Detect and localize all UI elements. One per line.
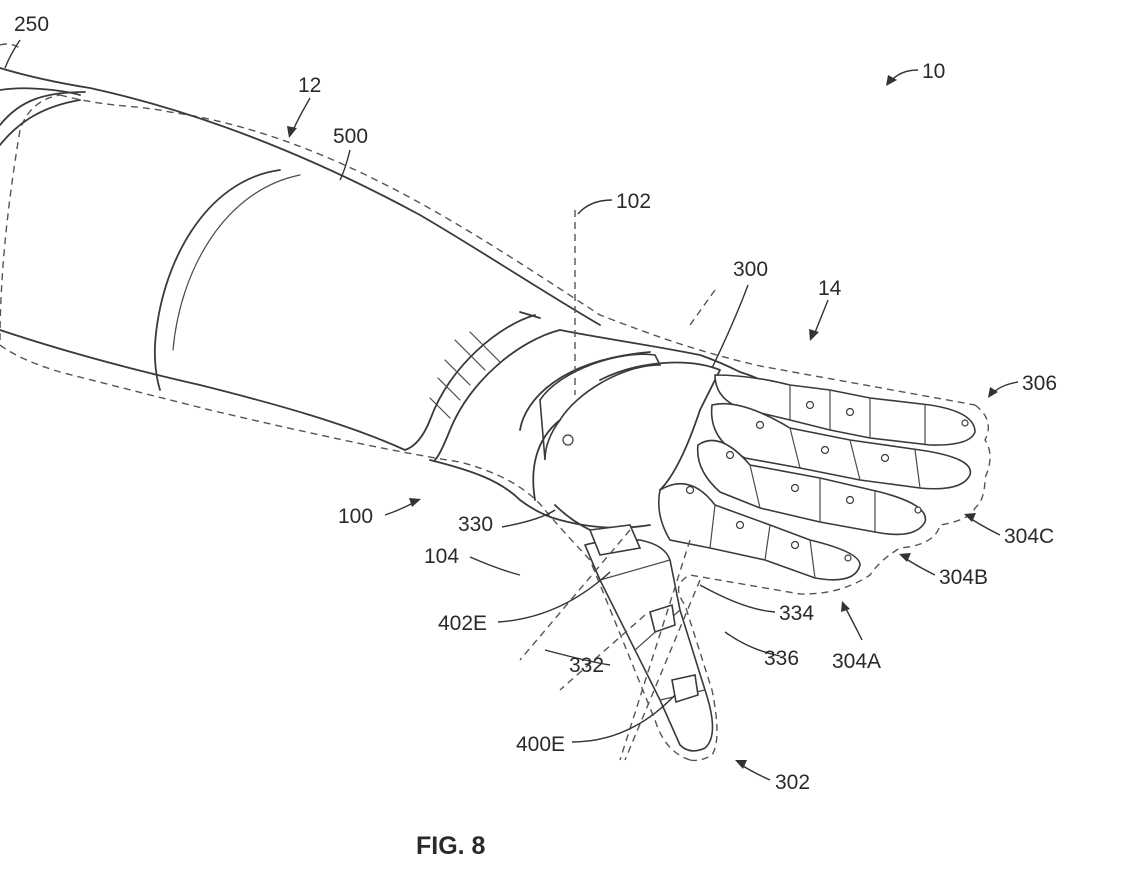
label-332: 332 (569, 654, 604, 677)
label-10: 10 (922, 60, 945, 83)
figure-caption: FIG. 8 (416, 832, 486, 860)
label-12: 12 (298, 74, 321, 97)
label-104: 104 (424, 545, 459, 568)
label-250: 250 (14, 13, 49, 36)
label-336: 336 (764, 647, 799, 670)
label-306: 306 (1022, 372, 1057, 395)
label-402E: 402E (438, 612, 487, 635)
finger-304C (710, 402, 972, 490)
label-304A: 304A (832, 650, 881, 673)
finger-304A (657, 482, 861, 581)
finger-304B (696, 439, 927, 536)
wrist-ring (404, 311, 561, 461)
label-400E: 400E (516, 733, 565, 756)
forearm-socket-250 (0, 67, 601, 451)
label-14: 14 (818, 277, 842, 300)
label-300: 300 (733, 258, 768, 281)
label-302: 302 (775, 771, 810, 794)
leader-lines (4, 39, 1019, 781)
label-334: 334 (779, 602, 814, 625)
label-100: 100 (338, 505, 373, 528)
label-304C: 304C (1004, 525, 1054, 548)
label-500: 500 (333, 125, 368, 148)
axis-lines (519, 210, 716, 761)
reference-labels: 250 10 12 500 102 300 14 306 304C 304B 3… (14, 13, 1057, 794)
label-330: 330 (458, 513, 493, 536)
label-102: 102 (616, 190, 651, 213)
cover-outline-500 (0, 43, 991, 762)
label-304B: 304B (939, 566, 988, 589)
